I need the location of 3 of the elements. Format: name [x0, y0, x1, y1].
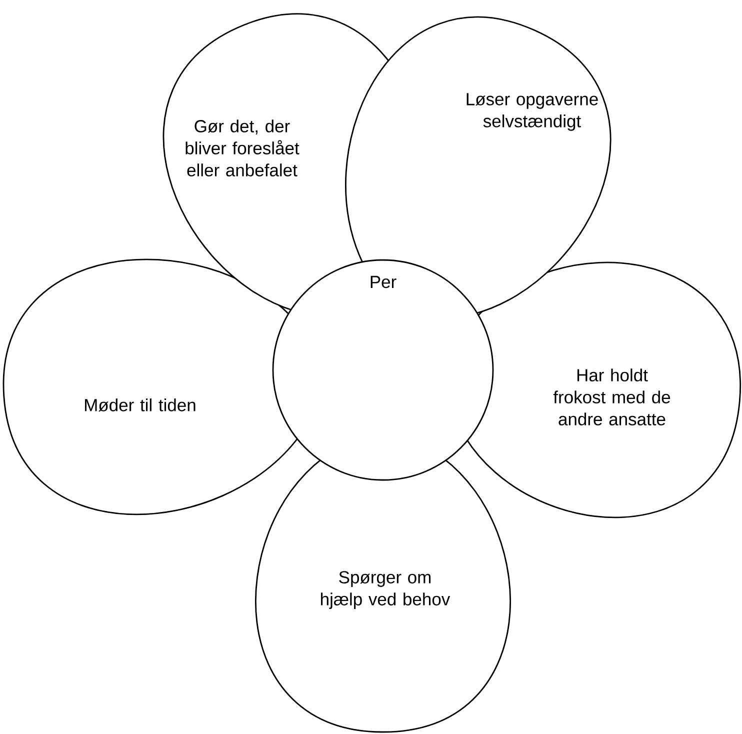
petal: Har holdt frokost med de andre ansatte: [464, 262, 740, 518]
petal: Spørger om hjælp ved behov: [255, 458, 511, 733]
petal: Møder til tiden: [3, 258, 300, 515]
